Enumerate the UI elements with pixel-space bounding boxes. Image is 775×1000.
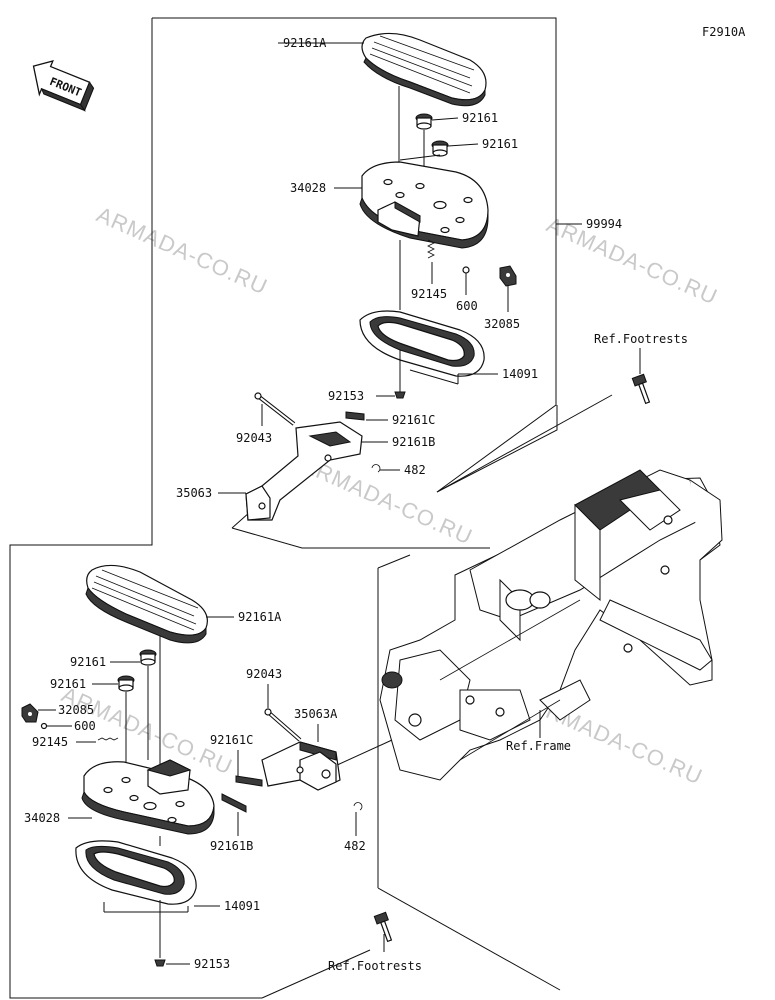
label-upper-ball: 600 — [456, 299, 478, 313]
upper-pin — [254, 392, 296, 426]
upper-floorboard — [361, 32, 487, 107]
frame-bound-line-2 — [377, 554, 411, 569]
lower-plate-b — [221, 793, 247, 813]
label-upper-damper-2: 92161 — [462, 111, 498, 125]
upper-boundary-left — [9, 18, 262, 999]
lower-screw — [154, 959, 166, 967]
front-arrow-icon: FRONT — [32, 60, 95, 112]
label-upper-plate-b: 92161B — [392, 435, 435, 449]
upper-cover — [359, 310, 485, 377]
lower-floorboard — [85, 564, 208, 644]
upper-lower-divider — [231, 527, 490, 549]
label-upper-cover: 14091 — [502, 367, 538, 381]
lower-ball — [40, 722, 48, 730]
lower-snap-ring — [353, 802, 363, 811]
upper-bracket — [245, 421, 363, 521]
lower-clip — [21, 703, 39, 723]
watermark-1: ARMADA-CO.RU — [93, 202, 272, 300]
label-upper-pin: 92043 — [236, 431, 272, 445]
label-lower-base: 34028 — [24, 811, 60, 825]
label-lower-plate-c: 92161C — [210, 733, 253, 747]
label-lower-ref-footrests: Ref.Footrests — [328, 959, 422, 973]
frame-bound-line-3 — [377, 887, 561, 991]
lower-bracket — [261, 741, 341, 791]
label-upper-plate-c: 92161C — [392, 413, 435, 427]
upper-ref-bolt — [631, 373, 651, 405]
upper-snap-ring — [371, 464, 381, 473]
leader-upper-damper-2 — [431, 117, 459, 121]
lower-cover — [75, 840, 197, 905]
upper-divider-c — [436, 394, 613, 493]
leader-upper-damper — [447, 143, 479, 147]
label-upper-screw: 92153 — [328, 389, 364, 403]
label-lower-board: 92161A — [238, 610, 282, 624]
label-upper-spring: 92145 — [411, 287, 447, 301]
figure-code: F2910A — [702, 25, 746, 39]
label-lower-snap-ring: 482 — [344, 839, 366, 853]
label-upper-snap-ring: 482 — [404, 463, 426, 477]
lower-boundary-right — [261, 949, 371, 999]
upper-clip — [499, 265, 517, 287]
lower-spring — [97, 737, 119, 741]
upper-damper-1 — [415, 113, 433, 130]
lower-board-base — [81, 759, 215, 835]
upper-spring — [427, 239, 435, 259]
motorcycle-frame — [379, 469, 723, 781]
label-lower-bracket: 35063A — [294, 707, 338, 721]
frame-connector-line — [334, 739, 393, 767]
label-ref-frame: Ref.Frame — [506, 739, 571, 753]
label-lower-ball: 600 — [74, 719, 96, 733]
lower-ref-bolt — [373, 911, 393, 943]
watermark-2: ARMADA-CO.RU — [543, 212, 722, 310]
upper-ball — [462, 266, 470, 274]
label-lower-spring: 92145 — [32, 735, 68, 749]
label-lower-damper-1: 92161 — [70, 655, 106, 669]
label-upper-ref-footrests: Ref.Footrests — [594, 332, 688, 346]
leader-upper-cover-a — [409, 369, 459, 385]
label-upper-base: 34028 — [290, 181, 326, 195]
label-lower-clip: 32085 — [58, 703, 94, 717]
upper-board-base — [359, 161, 489, 249]
upper-damper-2 — [431, 140, 449, 157]
label-lower-screw: 92153 — [194, 957, 230, 971]
lower-damper-2 — [117, 675, 135, 692]
lower-plate-c — [235, 775, 263, 787]
upper-plate-c — [345, 411, 365, 421]
leader-damper-tie — [399, 154, 441, 161]
label-upper-bracket: 35063 — [176, 486, 212, 500]
label-upper-damper-1: 92161 — [482, 137, 518, 151]
watermark-3: ARMADA-CO.RU — [298, 452, 477, 550]
label-lower-cover: 14091 — [224, 899, 260, 913]
upper-screw — [394, 391, 406, 399]
lower-damper-1 — [139, 649, 157, 666]
label-lower-plate-b: 92161B — [210, 839, 253, 853]
label-upper-clip: 32085 — [484, 317, 520, 331]
label-lower-damper-2: 92161 — [50, 677, 86, 691]
label-lower-pin: 92043 — [246, 667, 282, 681]
lower-pin — [264, 708, 302, 742]
label-upper-board: 92161A — [283, 36, 327, 50]
label-set-code: 99994 — [586, 217, 622, 231]
